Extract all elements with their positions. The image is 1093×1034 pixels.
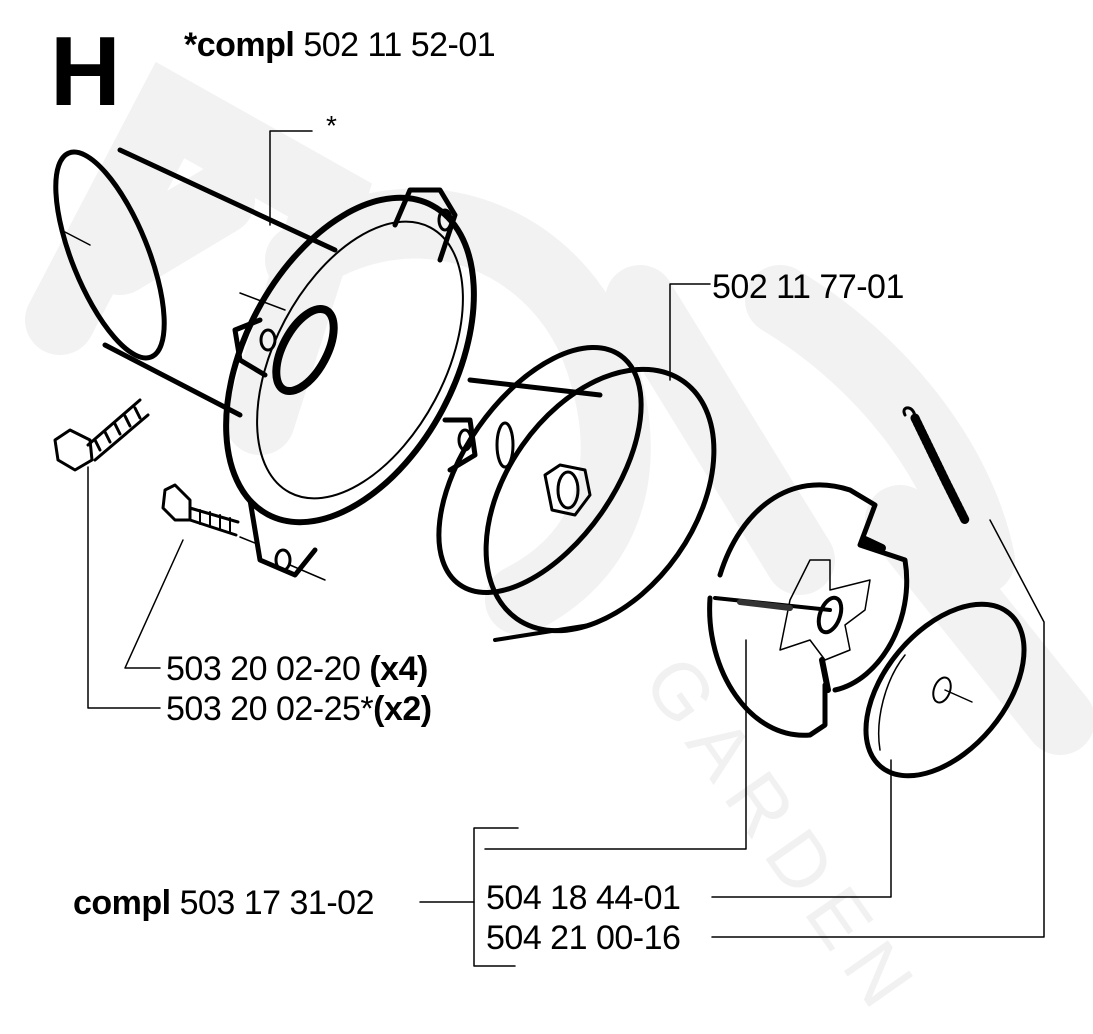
clutch-spring-illustration bbox=[902, 406, 970, 525]
section-letter: H bbox=[50, 16, 121, 126]
clutch-drum-illustration bbox=[436, 345, 717, 642]
housing-marker: * bbox=[326, 110, 337, 141]
top-kit-part-number: 502 11 52-01 bbox=[303, 26, 496, 64]
screw-2-asterisk: * bbox=[360, 690, 374, 728]
drum-part-label: 502 11 77-01 bbox=[712, 268, 904, 306]
exploded-parts-drawing bbox=[53, 130, 1045, 967]
washer-disc-illustration bbox=[863, 601, 1027, 779]
screw-illustration-short bbox=[161, 483, 240, 537]
clutch-kit-prefix: compl bbox=[73, 884, 171, 922]
screw-2-part-number: 503 20 02-25 bbox=[166, 690, 361, 728]
clutch-kit-part-number: 503 17 31-02 bbox=[179, 884, 375, 922]
clutch-kit-label: compl 503 17 31-02 bbox=[73, 886, 374, 920]
screw-illustration-long bbox=[53, 398, 150, 472]
clutch-shoes-illustration bbox=[707, 482, 910, 738]
top-kit-prefix: *compl bbox=[184, 26, 295, 64]
screw-label-1: 503 20 02-20 (x4) bbox=[166, 652, 428, 686]
clutch-part-label-1: 504 18 44-01 bbox=[486, 879, 681, 917]
screw-2-quantity: (x2) bbox=[373, 690, 432, 728]
clutch-housing-illustration bbox=[53, 147, 478, 581]
watermark-logo bbox=[25, 61, 1093, 755]
clutch-part-label-2: 504 21 00-16 bbox=[486, 919, 681, 957]
screw-1-part-number: 503 20 02-20 bbox=[166, 650, 361, 688]
screw-label-2: 503 20 02-25*(x2) bbox=[166, 692, 432, 726]
top-kit-label: *compl 502 11 52-01 bbox=[184, 26, 496, 64]
screw-1-quantity: (x4) bbox=[369, 650, 428, 688]
leader-lines bbox=[87, 130, 1045, 967]
